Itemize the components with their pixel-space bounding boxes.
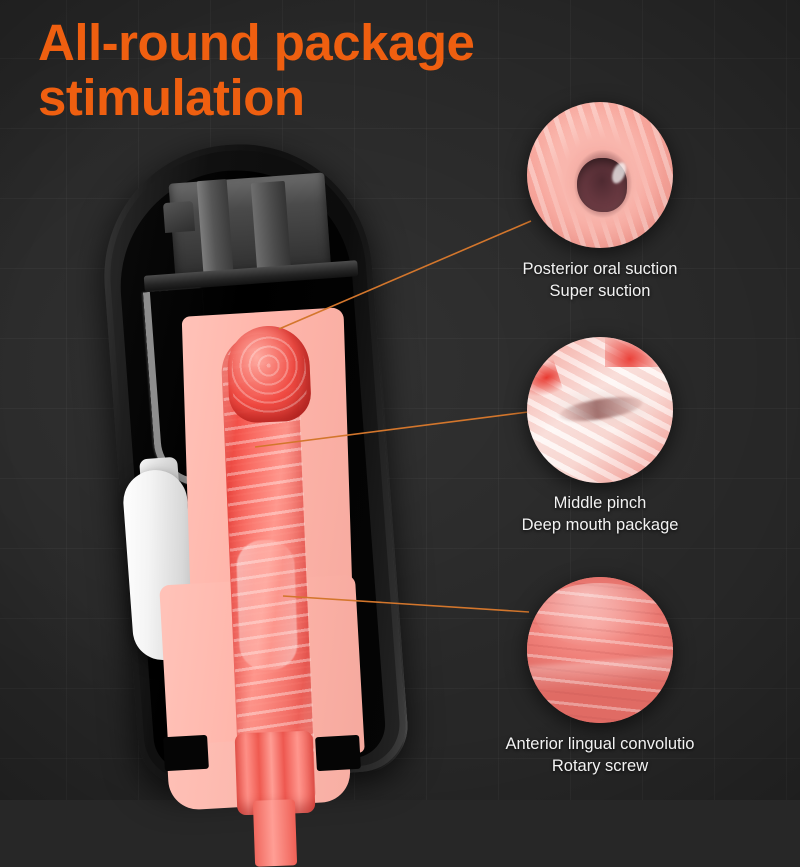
product-device-image bbox=[92, 132, 412, 867]
page-title: All-round package stimulation bbox=[38, 14, 475, 126]
sleeve-notch-right bbox=[315, 734, 361, 772]
feature-caption-anterior-lingual-convolutio: Anterior lingual convolutio Rotary screw bbox=[505, 735, 695, 776]
core-head-texture bbox=[230, 330, 308, 418]
sleeve-notch-left bbox=[163, 734, 209, 772]
feature-inset-middle-pinch[interactable] bbox=[527, 337, 673, 483]
device-motor-nub bbox=[162, 200, 196, 234]
feature-caption-middle-pinch: Middle pinch Deep mouth package bbox=[521, 494, 679, 535]
feature-inset-anterior-lingual-convolutio[interactable] bbox=[527, 577, 673, 723]
core-stem bbox=[252, 799, 298, 867]
feature-caption-posterior-oral-suction: Posterior oral suction Super suction bbox=[522, 260, 678, 301]
inset-2-red-edge-top bbox=[605, 337, 667, 367]
device-motor-column-b bbox=[250, 180, 292, 274]
inset-3-gloss bbox=[535, 583, 665, 647]
core-mid-gloss bbox=[235, 539, 299, 671]
